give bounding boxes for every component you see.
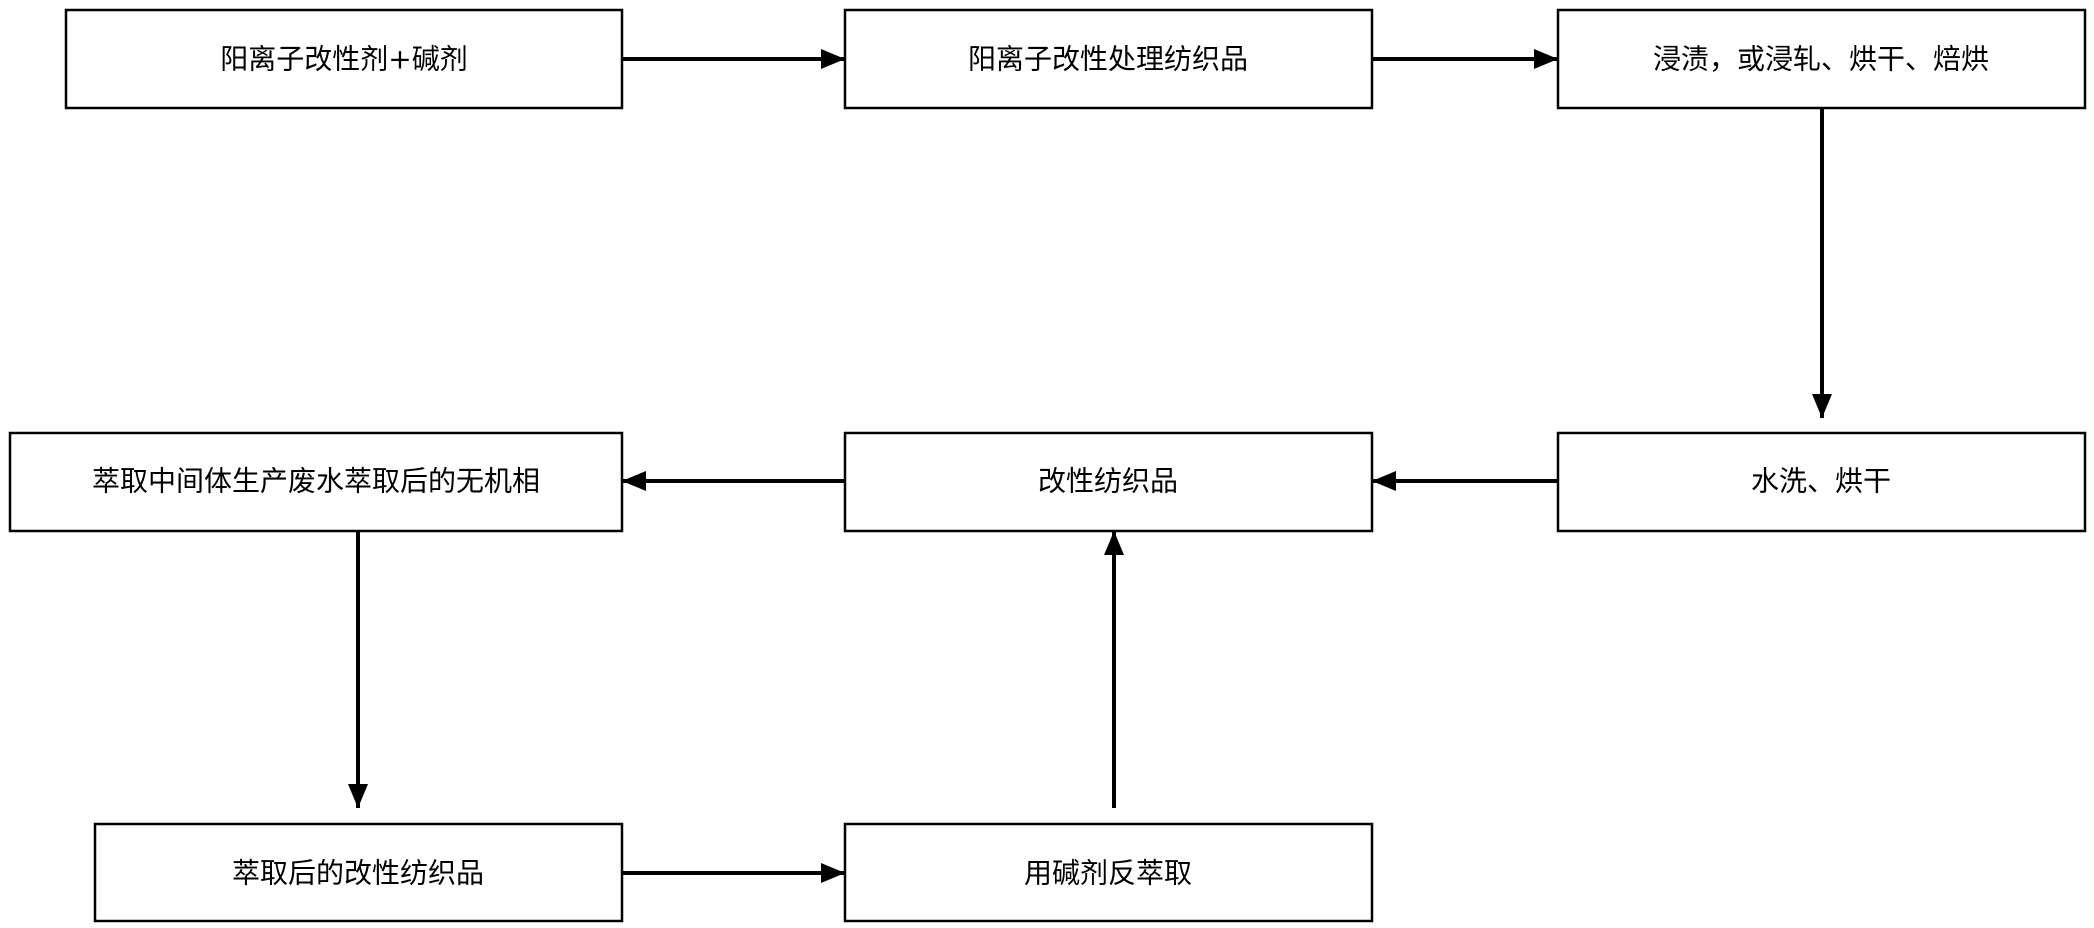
node-extracted-modified-textile: 萃取后的改性纺织品 (93, 822, 624, 923)
node-label: 萃取后的改性纺织品 (232, 857, 484, 890)
node-modified-textile: 改性纺织品 (843, 431, 1374, 533)
node-label: 水洗、烘干 (1751, 465, 1891, 498)
node-cationic-treated-textile: 阳离子改性处理纺织品 (843, 8, 1374, 110)
node-label: 阳离子改性处理纺织品 (968, 43, 1248, 76)
node-label: 阳离子改性剂+碱剂 (220, 43, 467, 76)
node-alkali-back-extraction: 用碱剂反萃取 (843, 822, 1374, 923)
node-label: 改性纺织品 (1038, 465, 1178, 498)
node-cationic-modifier-alkali: 阳离子改性剂+碱剂 (64, 8, 624, 110)
node-impregnation-padding-drying-baking: 浸渍，或浸轧、烘干、焙烘 (1556, 8, 2087, 110)
node-label: 萃取中间体生产废水萃取后的无机相 (92, 465, 540, 498)
node-washing-drying: 水洗、烘干 (1556, 431, 2087, 533)
node-label: 用碱剂反萃取 (1024, 857, 1192, 890)
node-label: 浸渍，或浸轧、烘干、焙烘 (1653, 43, 1989, 76)
node-extraction-inorganic-phase: 萃取中间体生产废水萃取后的无机相 (8, 431, 624, 533)
